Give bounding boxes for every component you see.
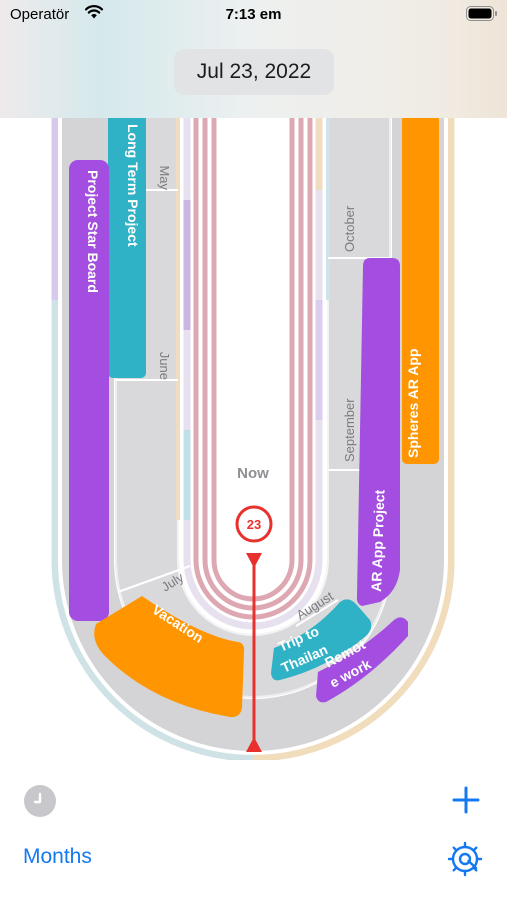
event-label: Project Star Board — [85, 170, 101, 293]
timeline-view[interactable]: May June July August September October L… — [0, 0, 507, 760]
status-bar: Operatör 7:13 em — [0, 0, 507, 30]
status-time: 7:13 em — [225, 6, 282, 23]
clock-icon — [33, 792, 42, 804]
now-label: Now — [237, 465, 269, 482]
month-label-october: October — [342, 205, 357, 252]
gear-icon — [447, 841, 483, 877]
month-label-september: September — [342, 398, 357, 462]
wifi-icon — [84, 5, 104, 19]
now-indicator-top-arrow — [246, 553, 262, 568]
settings-button[interactable] — [446, 840, 484, 878]
battery-icon — [466, 6, 497, 21]
event-spheres-ar-app[interactable]: Spheres AR App — [402, 100, 439, 464]
current-date-button[interactable]: Jul 23, 2022 — [174, 49, 334, 95]
event-long-term-project[interactable]: Long Term Project — [108, 100, 146, 378]
now-indicator-bottom-arrow — [246, 737, 262, 752]
month-label-may: May — [157, 165, 172, 190]
event-label: Spheres AR App — [405, 349, 421, 458]
months-view-button[interactable]: Months — [23, 845, 92, 868]
bottom-toolbar — [0, 760, 507, 900]
event-project-star-board[interactable]: Project Star Board — [69, 160, 109, 621]
carrier-label: Operatör — [10, 6, 70, 23]
history-clock-button[interactable] — [24, 785, 56, 817]
event-label: AR App Project — [368, 489, 388, 592]
current-date-label: Jul 23, 2022 — [196, 60, 312, 83]
today-badge[interactable]: 23 — [235, 505, 273, 543]
add-event-button[interactable] — [448, 782, 484, 818]
plus-icon — [452, 786, 480, 814]
event-ar-app-project[interactable]: AR App Project — [356, 258, 400, 606]
month-label-june: June — [157, 352, 172, 380]
today-day-label: 23 — [247, 517, 261, 532]
event-label: Long Term Project — [125, 124, 141, 247]
